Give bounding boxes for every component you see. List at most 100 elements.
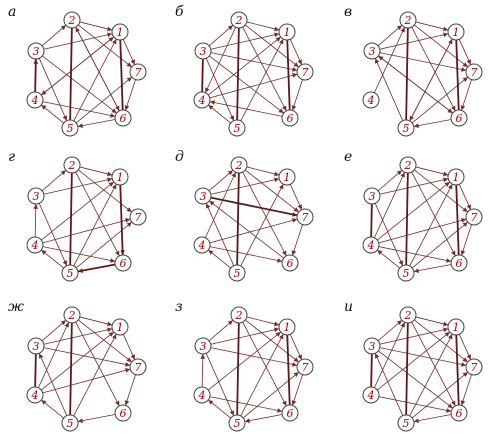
edge-3-5 bbox=[205, 353, 235, 416]
edge-3-2 bbox=[208, 319, 234, 342]
node-7: 7 bbox=[129, 358, 147, 376]
edge-5-1 bbox=[409, 333, 453, 417]
node-circle bbox=[450, 254, 468, 272]
node-6: 6 bbox=[114, 404, 132, 422]
node-circle bbox=[194, 42, 212, 60]
edge-4-2 bbox=[37, 322, 70, 388]
node-circle bbox=[193, 91, 211, 109]
node-label: 7 bbox=[135, 361, 142, 374]
node-1: 1 bbox=[111, 23, 129, 41]
edge-5-3 bbox=[38, 353, 68, 416]
node-label: 3 bbox=[33, 45, 40, 58]
edge-2-6 bbox=[242, 26, 287, 112]
node-1: 1 bbox=[111, 318, 129, 336]
node-label: 5 bbox=[67, 122, 74, 135]
bold-edge-3-4 bbox=[34, 58, 37, 93]
node-circle bbox=[363, 337, 381, 355]
edge-4-6 bbox=[42, 246, 116, 263]
node-2: 2 bbox=[230, 306, 248, 324]
edge-3-7 bbox=[43, 347, 131, 367]
node-6: 6 bbox=[114, 254, 132, 272]
node-label: 4 bbox=[31, 94, 39, 107]
node-label: 1 bbox=[453, 171, 460, 184]
edge-2-7 bbox=[245, 169, 299, 213]
edge-4-1 bbox=[207, 36, 282, 96]
node-circle bbox=[281, 254, 299, 272]
node-1: 1 bbox=[278, 168, 296, 186]
node-label: 1 bbox=[284, 26, 291, 39]
node-circle bbox=[447, 168, 465, 186]
node-7: 7 bbox=[296, 208, 314, 226]
node-label: 6 bbox=[456, 257, 463, 270]
panel-letter: а bbox=[8, 4, 16, 20]
edge-4-1 bbox=[376, 181, 451, 241]
node-circle bbox=[26, 236, 44, 254]
node-circle bbox=[129, 63, 147, 81]
node-circle bbox=[63, 11, 81, 29]
edge-7-6 bbox=[460, 374, 472, 406]
node-5: 5 bbox=[397, 414, 415, 432]
node-5: 5 bbox=[397, 264, 415, 282]
node-circle bbox=[26, 91, 44, 109]
node-circle bbox=[230, 11, 248, 29]
node-6: 6 bbox=[450, 254, 468, 272]
node-6: 6 bbox=[450, 109, 468, 127]
edge-1-7 bbox=[289, 39, 303, 65]
node-7: 7 bbox=[129, 63, 147, 81]
node-label: 3 bbox=[369, 340, 376, 353]
edge-4-2 bbox=[373, 322, 406, 388]
edge-4-7 bbox=[209, 218, 298, 244]
node-5: 5 bbox=[228, 414, 246, 432]
bold-edge-3-4 bbox=[370, 353, 373, 388]
edge-5-3 bbox=[205, 203, 235, 266]
node-4: 4 bbox=[362, 91, 380, 109]
node-label: 3 bbox=[369, 45, 376, 58]
node-label: 4 bbox=[367, 94, 375, 107]
node-label: 3 bbox=[33, 340, 40, 353]
edge-7-6 bbox=[124, 374, 136, 406]
edge-3-2 bbox=[41, 24, 67, 47]
node-1: 1 bbox=[278, 23, 296, 41]
node-label: 6 bbox=[120, 407, 127, 420]
edge-2-1 bbox=[79, 21, 113, 32]
node-circle bbox=[278, 168, 296, 186]
node-label: 1 bbox=[284, 171, 291, 184]
node-label: 7 bbox=[471, 361, 478, 374]
bold-edge-5-6 bbox=[77, 263, 116, 273]
node-5: 5 bbox=[61, 119, 79, 137]
edge-7-6 bbox=[291, 374, 303, 406]
node-circle bbox=[129, 208, 147, 226]
node-label: 6 bbox=[120, 112, 127, 125]
edge-6-5 bbox=[244, 414, 283, 423]
node-6: 6 bbox=[281, 254, 299, 272]
bold-edge-1-6 bbox=[455, 39, 460, 111]
node-circle bbox=[362, 386, 380, 404]
edge-3-7 bbox=[379, 52, 467, 72]
bold-edge-2-5 bbox=[69, 172, 73, 266]
node-circle bbox=[399, 11, 417, 29]
node-3: 3 bbox=[27, 337, 45, 355]
node-circle bbox=[61, 119, 79, 137]
node-circle bbox=[450, 109, 468, 127]
edge-3-2 bbox=[377, 24, 403, 47]
node-label: 2 bbox=[404, 309, 412, 322]
node-4: 4 bbox=[193, 236, 211, 254]
node-circle bbox=[362, 91, 380, 109]
edge-3-7 bbox=[379, 347, 467, 367]
edge-7-6 bbox=[460, 79, 472, 111]
bold-edge-2-5 bbox=[236, 172, 240, 266]
edge-4-6 bbox=[42, 101, 116, 118]
node-2: 2 bbox=[63, 306, 81, 324]
node-7: 7 bbox=[129, 208, 147, 226]
edge-7-6 bbox=[291, 224, 303, 256]
node-circle bbox=[114, 254, 132, 272]
node-3: 3 bbox=[363, 337, 381, 355]
node-circle bbox=[296, 358, 314, 376]
node-label: 2 bbox=[235, 159, 243, 172]
node-4: 4 bbox=[26, 236, 44, 254]
node-1: 1 bbox=[278, 318, 296, 336]
edge-4-1 bbox=[376, 331, 451, 391]
node-circle bbox=[111, 318, 129, 336]
node-circle bbox=[63, 156, 81, 174]
